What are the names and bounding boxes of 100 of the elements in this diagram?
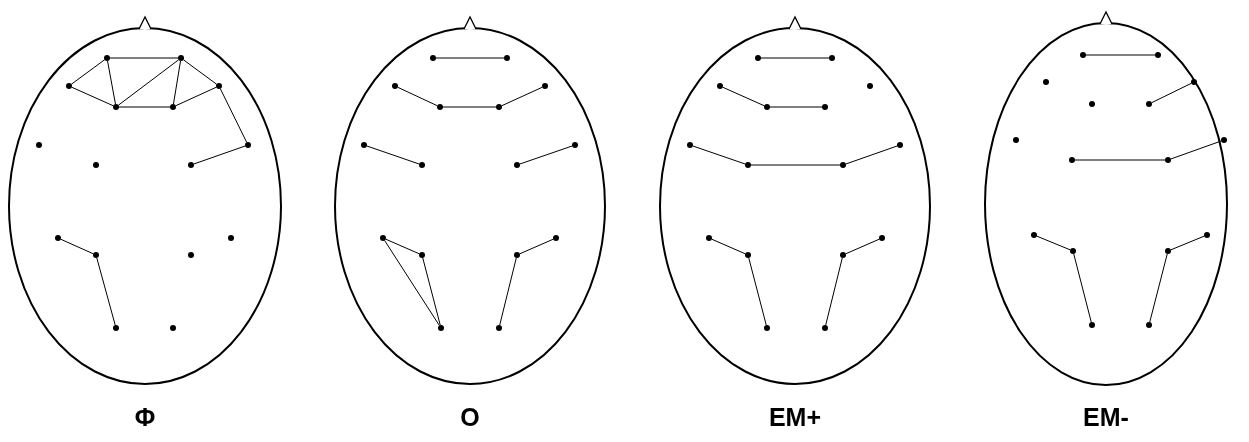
electrode-dot	[1070, 248, 1076, 254]
electrode-dot	[496, 104, 502, 110]
connection-line	[193, 145, 246, 165]
electrode-dot	[755, 55, 761, 61]
connection-line	[1151, 82, 1192, 104]
electrode-dot	[1146, 101, 1152, 107]
connection-line	[422, 257, 441, 326]
connection-line	[60, 238, 94, 255]
electrode-dot	[1013, 137, 1019, 143]
electrode-dot	[188, 162, 194, 168]
electrode-dot	[1165, 157, 1171, 163]
electrode-dot	[764, 325, 770, 331]
connection-line	[760, 57, 830, 59]
electrode-dot	[687, 142, 693, 148]
electrode-dot	[113, 325, 119, 331]
connection-line	[96, 257, 116, 326]
connection-line	[173, 60, 181, 105]
connection-line	[117, 59, 180, 106]
connection-line	[109, 57, 179, 59]
electrode-dot	[55, 235, 61, 241]
electrode-dot	[504, 55, 510, 61]
electrode-dot	[822, 325, 828, 331]
connection-line	[219, 88, 248, 143]
connection-line	[825, 257, 843, 326]
connection-line	[397, 86, 438, 107]
connection-line	[748, 257, 767, 326]
electrode-dot	[113, 104, 119, 110]
connection-line	[385, 238, 420, 255]
electrode-dot	[361, 142, 367, 148]
electrode-dot	[542, 83, 548, 89]
connection-line	[71, 86, 114, 107]
electrode-dot	[867, 83, 873, 89]
electrode-dot	[1069, 157, 1075, 163]
connection-line	[692, 145, 746, 165]
connection-line	[1036, 235, 1071, 251]
electrode-dot	[228, 235, 234, 241]
electrode-dot	[1043, 79, 1049, 85]
connection-line	[1073, 253, 1092, 323]
electrode-dot	[419, 252, 425, 258]
connection-line	[711, 238, 746, 255]
condition-label: O	[460, 402, 480, 432]
connection-line	[175, 86, 217, 107]
connection-line	[442, 106, 497, 108]
connection-line	[1074, 159, 1166, 161]
electrode-dot	[572, 142, 578, 148]
connection-line	[1170, 140, 1222, 160]
connection-line	[182, 59, 218, 85]
connection-line	[1085, 54, 1156, 56]
electrode-dot	[392, 83, 398, 89]
electrode-dot	[1080, 52, 1086, 58]
electrode-dot	[216, 83, 222, 89]
electrode-dot	[438, 325, 444, 331]
electrode-dot	[1089, 101, 1095, 107]
connection-line	[1170, 235, 1205, 251]
electrode-dot	[706, 235, 712, 241]
electrode-dot	[188, 252, 194, 258]
electrode-dot	[745, 162, 751, 168]
connection-line	[845, 145, 898, 165]
electrode-dot	[1165, 248, 1171, 254]
electrode-dot	[170, 325, 176, 331]
connection-line	[750, 164, 841, 166]
electrode-dot	[553, 235, 559, 241]
connection-line	[107, 60, 116, 105]
condition-label: EM-	[1083, 402, 1129, 432]
electrode-dot	[840, 162, 846, 168]
connection-line	[769, 106, 823, 108]
electrode-dot	[829, 55, 835, 61]
electrode-dot	[66, 83, 72, 89]
electrode-dot	[764, 104, 770, 110]
connection-line	[845, 238, 880, 255]
connection-line	[501, 86, 543, 107]
electrode-dot	[1155, 52, 1161, 58]
electrode-dot	[1089, 322, 1095, 328]
electrode-dot	[437, 104, 443, 110]
electrode-dot	[245, 142, 251, 148]
electrode-dot	[514, 252, 520, 258]
connection-line	[519, 238, 554, 255]
electrode-dot	[496, 325, 502, 331]
connection-line	[118, 106, 171, 108]
electrode-dot	[430, 55, 436, 61]
electrode-dot	[178, 55, 184, 61]
condition-label: Φ	[134, 402, 156, 432]
electrode-dot	[514, 162, 520, 168]
electrode-dot	[170, 104, 176, 110]
electrode-dot	[1221, 137, 1227, 143]
electrode-dot	[1191, 79, 1197, 85]
condition-label: EM+	[768, 402, 822, 432]
connection-line	[722, 86, 765, 107]
electrode-dot	[1146, 322, 1152, 328]
electrode-dot	[93, 252, 99, 258]
electrode-dot	[879, 235, 885, 241]
electrode-dot	[104, 55, 110, 61]
electrode-dot	[745, 252, 751, 258]
connection-line	[384, 240, 440, 326]
electrode-dot	[840, 252, 846, 258]
electrode-dot	[717, 83, 723, 89]
electrode-dot	[897, 142, 903, 148]
connection-line	[435, 57, 505, 59]
connection-line	[499, 257, 517, 326]
connection-line	[1149, 253, 1168, 323]
